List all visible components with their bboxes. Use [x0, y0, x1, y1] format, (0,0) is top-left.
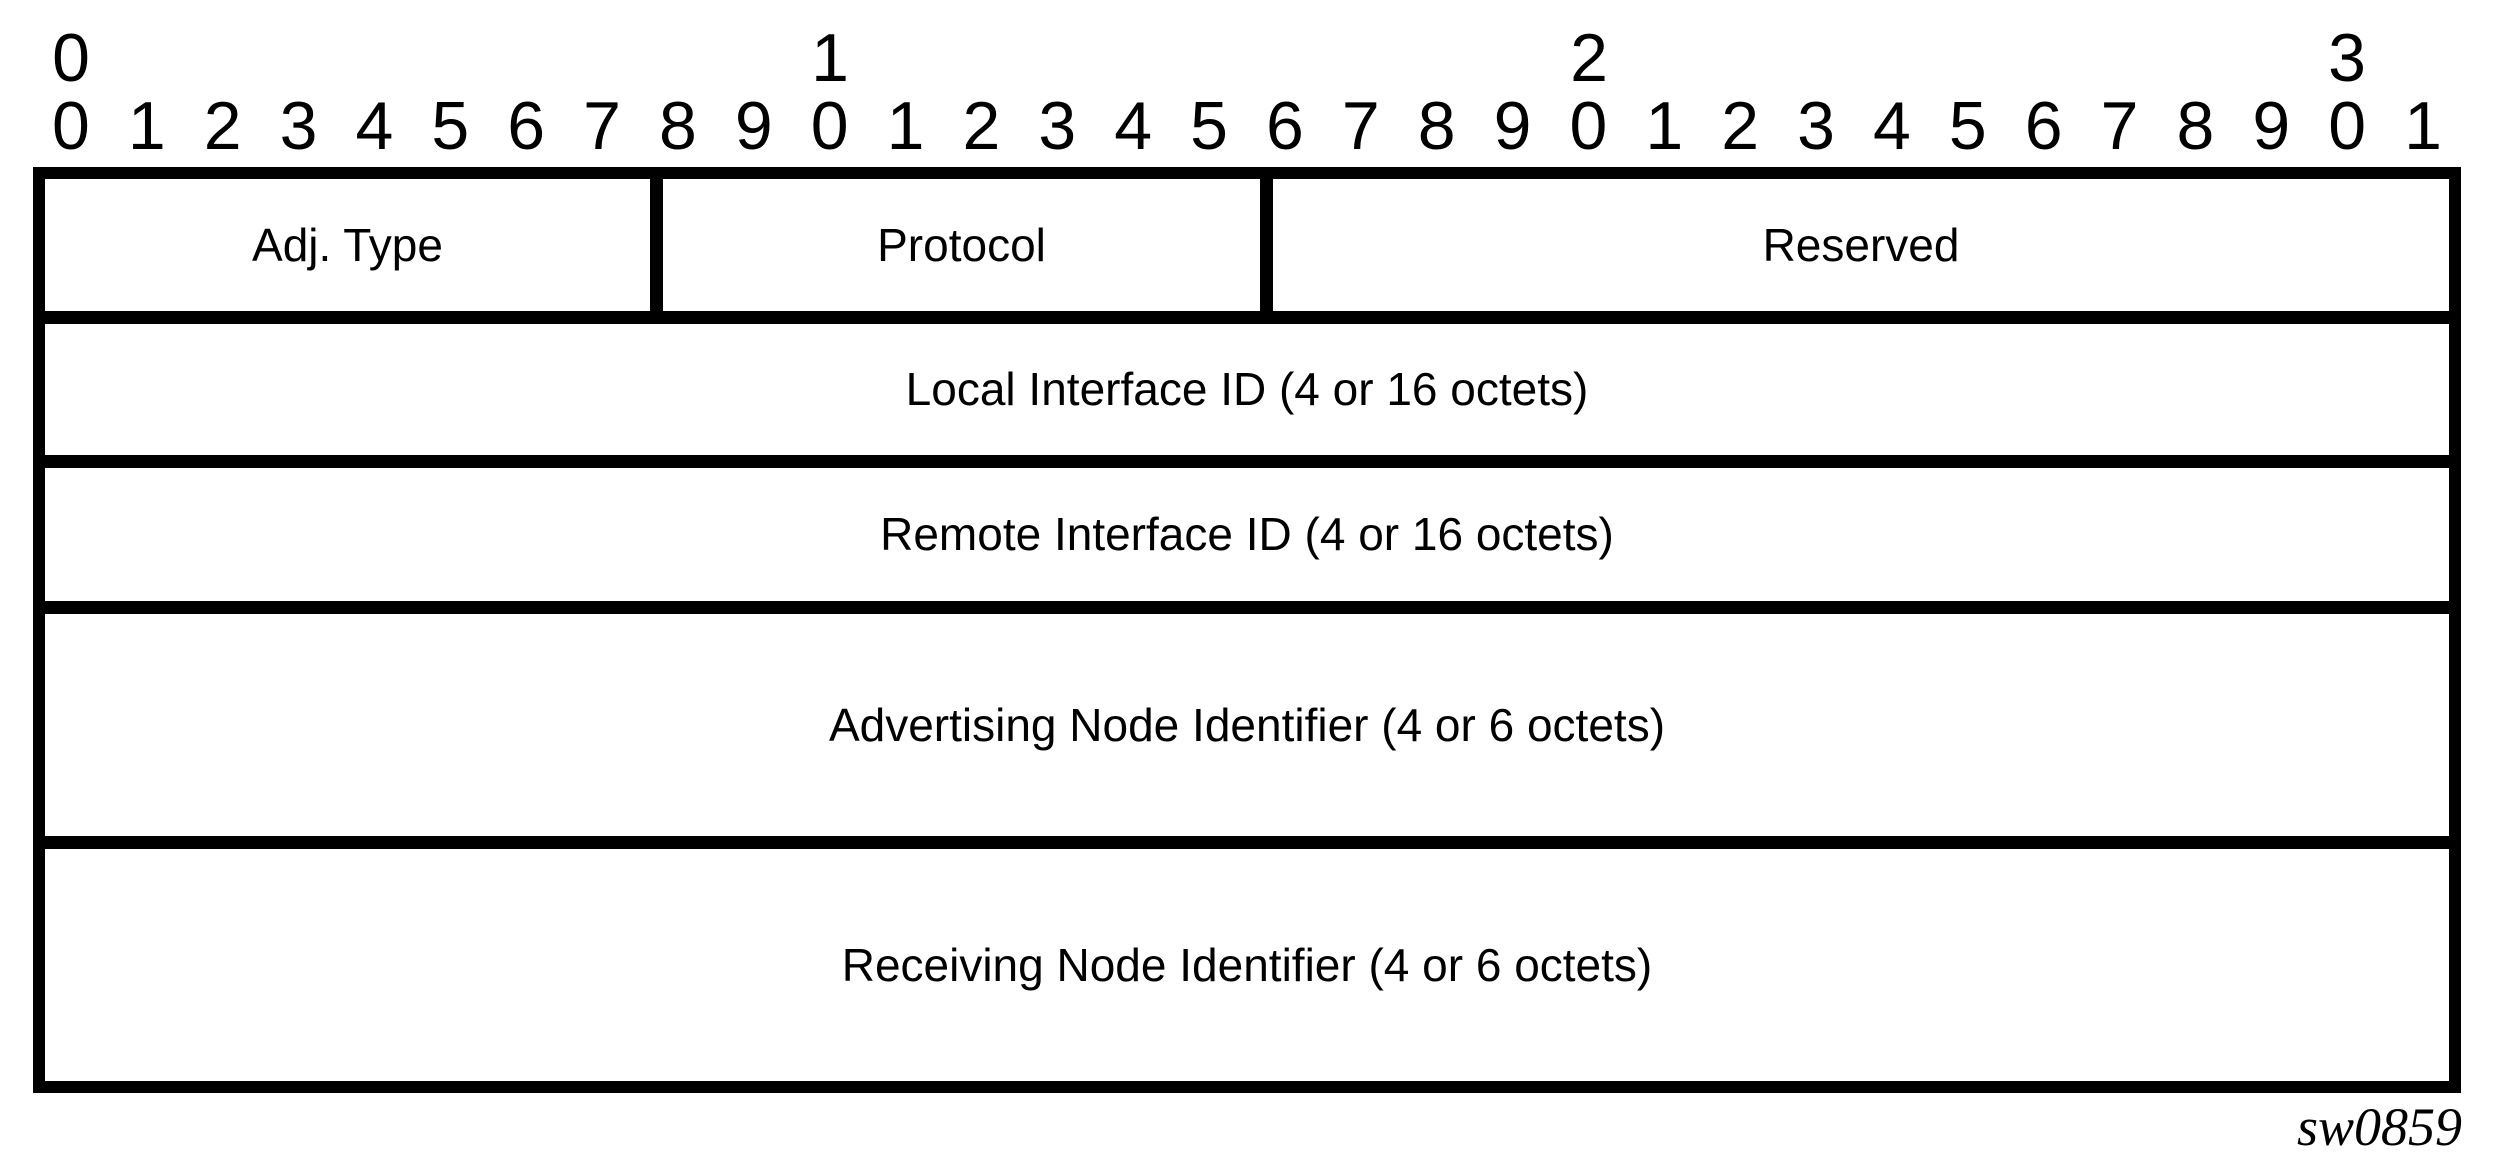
bit-number: 6 — [507, 88, 546, 164]
table-row: Remote Interface ID (4 or 16 octets) — [45, 468, 2449, 601]
bit-number: 1 — [1645, 88, 1684, 164]
bit-number: 3 — [279, 88, 318, 164]
bit-number: 9 — [1493, 88, 1532, 164]
bit-ruler-tens-label: 3 — [2328, 20, 2366, 96]
field-label: Protocol — [877, 218, 1046, 271]
bit-number: 2 — [1721, 88, 1760, 164]
bit-number: 2 — [962, 88, 1001, 164]
bit-number: 8 — [2176, 88, 2215, 164]
bit-number: 6 — [2024, 88, 2063, 164]
bit-number: 2 — [203, 88, 242, 164]
bit-ruler-tens-label: 2 — [1570, 20, 1608, 96]
bit-number: 9 — [734, 88, 773, 164]
bit-number: 0 — [52, 88, 90, 164]
field-protocol: Protocol — [663, 179, 1260, 311]
bit-number: 0 — [810, 88, 849, 164]
bit-number: 0 — [1569, 88, 1608, 164]
field-local-interface-id: Local Interface ID (4 or 16 octets) — [45, 324, 2449, 455]
table-row: Adj. Type Protocol Reserved — [45, 179, 2449, 311]
bit-number: 8 — [1417, 88, 1456, 164]
bit-number: 3 — [1038, 88, 1077, 164]
field-adj-type: Adj. Type — [45, 179, 650, 311]
figure-watermark: sw0859 — [2296, 1097, 2462, 1157]
field-label: Remote Interface ID (4 or 16 octets) — [880, 508, 1614, 561]
bit-number: 1 — [2404, 88, 2442, 164]
bit-number: 3 — [1797, 88, 1835, 164]
field-receiving-node-identifier: Receiving Node Identifier (4 or 6 octets… — [45, 849, 2449, 1081]
bit-number: 7 — [1341, 88, 1380, 164]
field-label: Adj. Type — [252, 218, 443, 271]
field-label: Local Interface ID (4 or 16 octets) — [905, 363, 1589, 416]
bit-number: 6 — [1266, 88, 1304, 164]
bit-number: 7 — [2100, 88, 2139, 164]
bit-number: 1 — [127, 88, 166, 164]
bit-number: 5 — [1190, 88, 1228, 164]
bit-number: 7 — [583, 88, 621, 164]
table-row: Advertising Node Identifier (4 or 6 octe… — [45, 614, 2449, 836]
field-label: Reserved — [1762, 218, 1960, 271]
bit-ruler-tens-label: 0 — [52, 20, 90, 96]
bit-number: 5 — [431, 88, 470, 164]
bit-number: 5 — [1948, 88, 1987, 164]
field-reserved: Reserved — [1273, 179, 2449, 311]
bit-number: 4 — [1114, 88, 1153, 164]
bit-number: 8 — [659, 88, 697, 164]
bit-number: 0 — [2328, 88, 2367, 164]
bit-number: 4 — [1873, 88, 1911, 164]
table-row: Receiving Node Identifier (4 or 6 octets… — [45, 849, 2449, 1081]
bit-ruler-digits: 0 1 2 3 4 5 6 7 8 9 0 1 2 3 4 5 6 7 8 9 … — [33, 92, 2461, 160]
table-row: Local Interface ID (4 or 16 octets) — [45, 324, 2449, 455]
bit-number: 1 — [886, 88, 925, 164]
field-advertising-node-identifier: Advertising Node Identifier (4 or 6 octe… — [45, 614, 2449, 836]
bit-ruler-tens-label: 1 — [811, 20, 849, 96]
field-label: Advertising Node Identifier (4 or 6 octe… — [828, 698, 1666, 751]
bit-number: 9 — [2252, 88, 2291, 164]
field-label: Receiving Node Identifier (4 or 6 octets… — [841, 938, 1653, 991]
packet-field-table: Adj. Type Protocol Reserved Local Interf… — [33, 167, 2461, 1093]
bit-number: 4 — [355, 88, 394, 164]
field-remote-interface-id: Remote Interface ID (4 or 16 octets) — [45, 468, 2449, 601]
